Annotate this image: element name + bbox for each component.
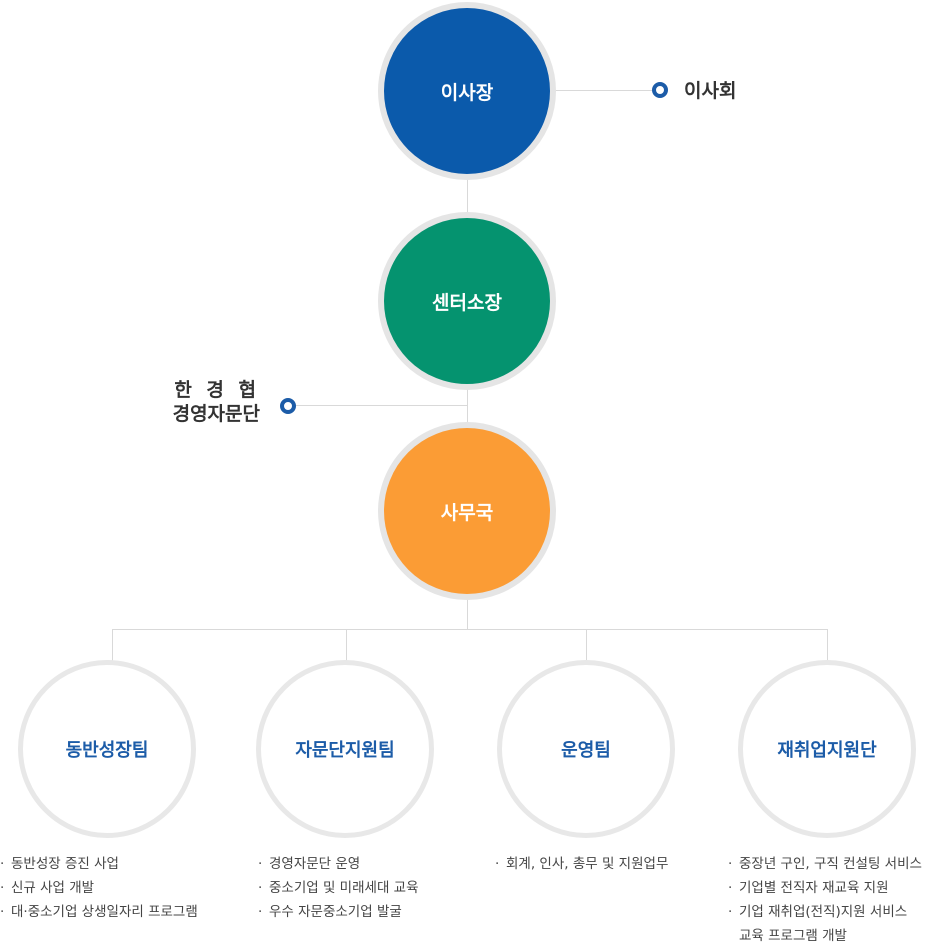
duty-item: 중장년 구인, 구직 컨설팅 서비스 <box>728 852 922 876</box>
duty-item: 중소기업 및 미래세대 교육 <box>258 876 419 900</box>
advisory-label: 한 경 협 경영자문단 <box>168 378 260 426</box>
advisory-dot-icon <box>280 398 296 414</box>
team-label: 동반성장팀 <box>65 740 149 761</box>
team-node-operations: 운영팀 <box>497 660 675 838</box>
team-node-shared-growth: 동반성장팀 <box>18 660 196 838</box>
team-node-reemployment: 재취업지원단 <box>738 660 916 838</box>
board-dot-icon <box>652 82 668 98</box>
team-duties-reemployment: 중장년 구인, 구직 컨설팅 서비스 기업별 전직자 재교육 지원 기업 재취업… <box>728 852 922 948</box>
duty-item: 교육 프로그램 개발 <box>739 928 847 944</box>
connector-team-bar <box>112 629 828 630</box>
team-label: 재취업지원단 <box>777 740 877 761</box>
board-label: 이사회 <box>684 80 737 102</box>
duty-item: 회계, 인사, 총무 및 지원업무 <box>495 852 668 876</box>
connector-board <box>552 90 652 91</box>
chairman-label: 이사장 <box>440 81 494 104</box>
connector-chairman-director <box>467 175 468 215</box>
advisory-label-line2: 경영자문단 <box>172 403 260 425</box>
secretariat-label: 사무국 <box>440 501 494 524</box>
director-label: 센터소장 <box>432 291 502 314</box>
team-label: 자문단지원팀 <box>295 740 395 761</box>
duty-item: 기업별 전직자 재교육 지원 <box>728 876 922 900</box>
connector-secretariat-teams <box>467 596 468 630</box>
connector-team-1 <box>112 629 113 663</box>
team-node-advisory-support: 자문단지원팀 <box>256 660 434 838</box>
chairman-node: 이사장 <box>378 2 556 180</box>
team-duties-operations: 회계, 인사, 총무 및 지원업무 <box>495 852 668 876</box>
connector-team-4 <box>827 629 828 663</box>
team-duties-advisory-support: 경영자문단 운영 중소기업 및 미래세대 교육 우수 자문중소기업 발굴 <box>258 852 419 924</box>
secretariat-node: 사무국 <box>378 422 556 600</box>
duty-item: 기업 재취업(전직)지원 서비스 <box>728 900 922 924</box>
duty-item: 대·중소기업 상생일자리 프로그램 <box>0 900 198 924</box>
advisory-label-line1: 한 경 협 <box>174 379 260 401</box>
duty-item: 신규 사업 개발 <box>0 876 198 900</box>
connector-director-secretariat <box>467 385 468 425</box>
duty-item: 우수 자문중소기업 발굴 <box>258 900 419 924</box>
connector-advisory <box>296 405 467 406</box>
duty-item: 경영자문단 운영 <box>258 852 419 876</box>
team-duties-shared-growth: 동반성장 증진 사업 신규 사업 개발 대·중소기업 상생일자리 프로그램 <box>0 852 198 924</box>
duty-item: 동반성장 증진 사업 <box>0 852 198 876</box>
team-label: 운영팀 <box>561 740 611 761</box>
connector-team-3 <box>586 629 587 663</box>
connector-team-2 <box>346 629 347 663</box>
director-node: 센터소장 <box>378 212 556 390</box>
